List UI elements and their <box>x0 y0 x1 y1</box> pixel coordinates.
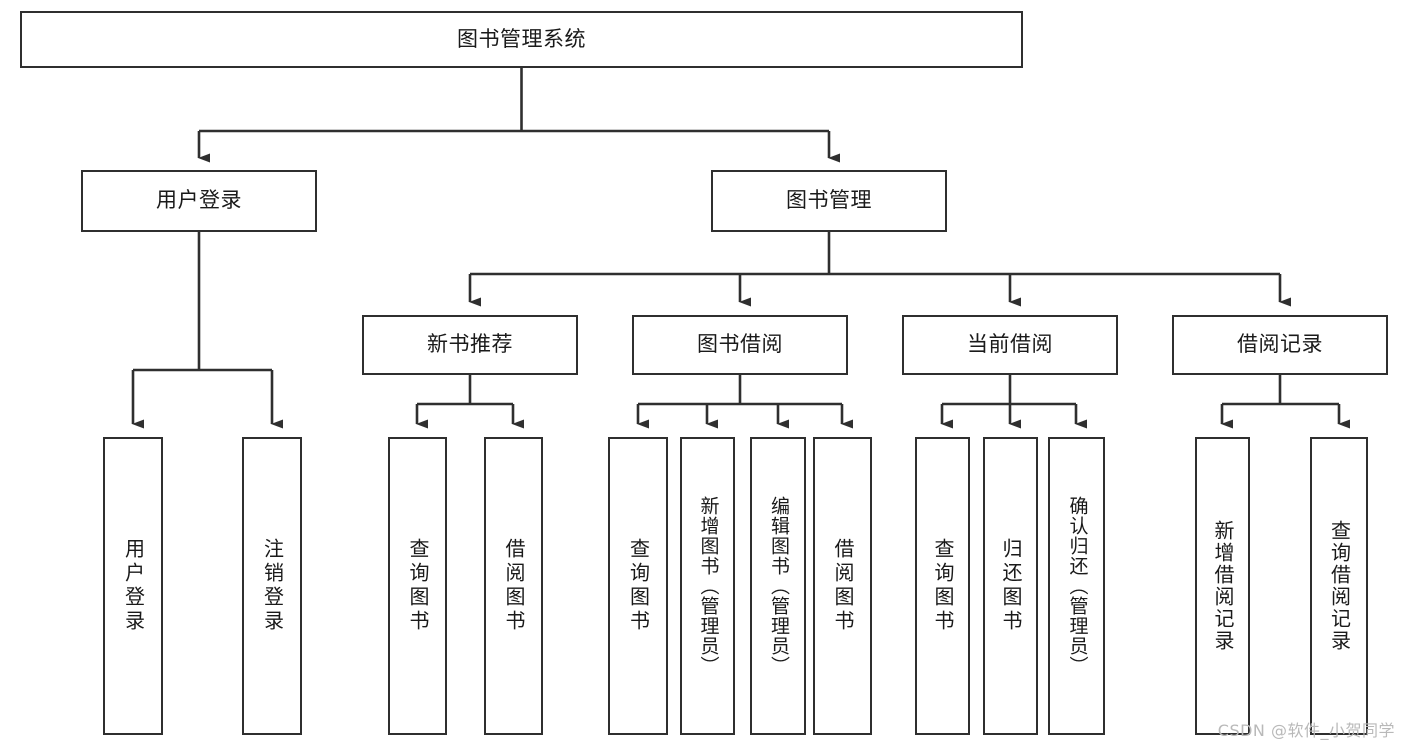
leaf-query-book-borrow[interactable]: 查询图书 <box>608 437 668 735</box>
node-user-login[interactable]: 用户登录 <box>81 170 317 232</box>
leaf-logout-label: 注销登录 <box>260 538 285 634</box>
leaf-edit-book-admin-label: 编辑图书（管理员） <box>767 496 790 676</box>
leaf-add-book-admin-label: 新增图书（管理员） <box>697 496 720 676</box>
node-book-borrow-label: 图书借阅 <box>697 332 783 357</box>
node-borrow-record[interactable]: 借阅记录 <box>1172 315 1388 375</box>
node-new-book-recommend[interactable]: 新书推荐 <box>362 315 578 375</box>
leaf-borrow-book[interactable]: 借阅图书 <box>813 437 872 735</box>
leaf-logout[interactable]: 注销登录 <box>242 437 302 735</box>
watermark-text: CSDN @软件_小贺同学 <box>1217 721 1395 740</box>
leaf-add-borrow-record-label: 新增借阅记录 <box>1211 520 1235 652</box>
leaf-add-book-admin[interactable]: 新增图书（管理员） <box>680 437 735 735</box>
leaf-add-borrow-record[interactable]: 新增借阅记录 <box>1195 437 1250 735</box>
leaf-query-borrow-record-label: 查询借阅记录 <box>1327 520 1352 652</box>
leaf-query-book-current-label: 查询图书 <box>931 538 955 634</box>
leaf-query-book-recommend-label: 查询图书 <box>406 538 430 634</box>
leaf-user-login-label: 用户登录 <box>121 538 146 634</box>
node-user-login-label: 用户登录 <box>156 188 242 213</box>
node-book-borrow[interactable]: 图书借阅 <box>632 315 848 375</box>
leaf-return-book-label: 归还图书 <box>999 538 1023 634</box>
leaf-borrow-book-label: 借阅图书 <box>831 538 855 634</box>
leaf-query-book-borrow-label: 查询图书 <box>626 538 651 634</box>
leaf-user-login[interactable]: 用户登录 <box>103 437 163 735</box>
node-root[interactable]: 图书管理系统 <box>20 11 1023 68</box>
node-current-borrow-label: 当前借阅 <box>967 332 1053 357</box>
node-book-management-label: 图书管理 <box>786 188 872 213</box>
node-book-management[interactable]: 图书管理 <box>711 170 947 232</box>
leaf-edit-book-admin[interactable]: 编辑图书（管理员） <box>750 437 806 735</box>
leaf-query-borrow-record[interactable]: 查询借阅记录 <box>1310 437 1368 735</box>
leaf-borrow-book-recommend[interactable]: 借阅图书 <box>484 437 543 735</box>
leaf-borrow-book-recommend-label: 借阅图书 <box>502 538 526 634</box>
leaf-return-book[interactable]: 归还图书 <box>983 437 1038 735</box>
leaf-confirm-return-admin-label: 确认归还（管理员） <box>1066 496 1089 676</box>
node-current-borrow[interactable]: 当前借阅 <box>902 315 1118 375</box>
node-new-book-recommend-label: 新书推荐 <box>427 332 513 357</box>
leaf-query-book-current[interactable]: 查询图书 <box>915 437 970 735</box>
node-root-label: 图书管理系统 <box>457 26 586 51</box>
leaf-query-book-recommend[interactable]: 查询图书 <box>388 437 447 735</box>
node-borrow-record-label: 借阅记录 <box>1237 332 1323 357</box>
leaf-confirm-return-admin[interactable]: 确认归还（管理员） <box>1048 437 1105 735</box>
